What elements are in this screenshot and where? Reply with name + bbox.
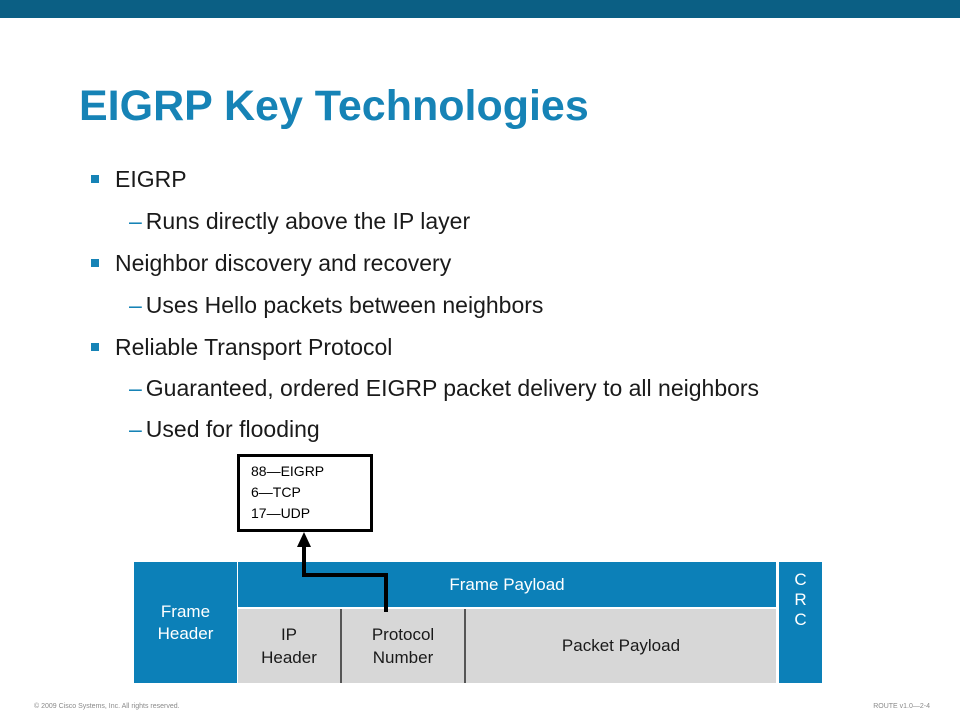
sub-bullet-guaranteed-delivery: –Guaranteed, ordered EIGRP packet delive… <box>129 375 759 402</box>
frame-diagram: Frame Header Frame Payload C R C IP Head… <box>134 562 822 683</box>
top-band <box>0 0 960 18</box>
crc-letter-c2: C <box>794 610 807 629</box>
ip-header-line2: Header <box>261 648 317 667</box>
crc-letter-r: R <box>794 590 807 609</box>
bullet-text: EIGRP <box>115 166 187 192</box>
protocol-number-line2: Number <box>372 648 434 667</box>
footer-copyright: © 2009 Cisco Systems, Inc. All rights re… <box>34 703 180 710</box>
frame-payload-label: Frame Payload <box>449 574 565 594</box>
ip-header-line1: IP <box>280 625 298 644</box>
protocol-eigrp: 88—EIGRP <box>251 463 325 479</box>
bullet-eigrp: EIGRP <box>91 166 187 193</box>
sub-bullet-dash: – <box>129 416 142 442</box>
slide-title: EIGRP Key Technologies <box>79 82 589 130</box>
bullet-reliable-transport: Reliable Transport Protocol <box>91 334 393 361</box>
crc-letter-c: C <box>794 570 807 589</box>
bullet-neighbor-discovery: Neighbor discovery and recovery <box>91 250 452 277</box>
bullet-text: Neighbor discovery and recovery <box>115 250 452 276</box>
sub-bullet-hello-packets: –Uses Hello packets between neighbors <box>129 292 543 319</box>
packet-payload-cell: Packet Payload <box>466 609 776 683</box>
ip-header-cell: IP Header <box>238 609 342 683</box>
protocol-udp: 17—UDP <box>251 505 311 521</box>
sub-bullet-flooding: –Used for flooding <box>129 416 320 443</box>
bullet-text: Reliable Transport Protocol <box>115 334 393 360</box>
sub-bullet-dash: – <box>129 375 142 401</box>
footer-slide-number: ROUTE v1.0—2-4 <box>873 703 930 710</box>
frame-payload-cell: Frame Payload <box>238 562 776 609</box>
protocol-number-cell: Protocol Number <box>342 609 466 683</box>
bullet-square-icon <box>91 343 99 351</box>
bullet-square-icon <box>91 175 99 183</box>
sub-bullet-text: Runs directly above the IP layer <box>145 208 471 234</box>
bullet-square-icon <box>91 259 99 267</box>
crc-cell: C R C <box>777 562 822 683</box>
frame-header-line2: Header <box>157 623 214 643</box>
packet-payload-label: Packet Payload <box>561 636 681 655</box>
sub-bullet-dash: – <box>129 292 142 318</box>
protocol-number-line1: Protocol <box>371 625 435 644</box>
frame-header-cell: Frame Header <box>134 562 237 683</box>
sub-bullet-text: Used for flooding <box>145 416 320 442</box>
protocol-number-box: 88—EIGRP 6—TCP 17—UDP <box>237 454 373 532</box>
sub-bullet-text: Guaranteed, ordered EIGRP packet deliver… <box>145 375 760 401</box>
frame-header-line1: Frame <box>160 601 211 621</box>
protocol-tcp: 6—TCP <box>251 484 301 500</box>
sub-bullet-text: Uses Hello packets between neighbors <box>145 292 544 318</box>
sub-bullet-ip-layer: –Runs directly above the IP layer <box>129 208 470 235</box>
sub-bullet-dash: – <box>129 208 142 234</box>
